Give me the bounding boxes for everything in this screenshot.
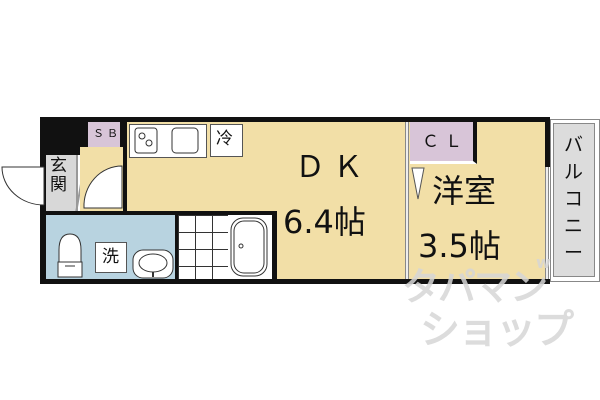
- entrance-label: 玄関: [50, 156, 67, 195]
- balcony-wall-top: [545, 117, 550, 167]
- dk-western-partition: [405, 122, 409, 279]
- entrance-door-swing-icon: [1, 166, 45, 206]
- watermark-line1: タパマン: [402, 265, 548, 309]
- watermark-tag: w: [536, 253, 551, 272]
- hallway-wall: [123, 122, 127, 215]
- hallway-door-swing-icon: [83, 165, 123, 209]
- outer-wall-top: [40, 117, 550, 122]
- stove-icon: [134, 127, 158, 154]
- dk-room-size: 6.4帖: [283, 203, 366, 241]
- closet: [410, 122, 477, 164]
- bath-wall-right: [272, 211, 277, 281]
- washroom-label: 洗: [102, 247, 119, 267]
- balcony-label: バルコニー: [564, 134, 584, 264]
- sink-icon: [171, 127, 199, 154]
- wash-bath-divider: [175, 215, 178, 279]
- western-room-name: 洋室: [432, 172, 497, 210]
- balcony-window: [545, 164, 549, 279]
- fridge-space: [210, 124, 243, 157]
- western-room-size: 3.5帖: [418, 227, 501, 265]
- shoe-box-label: ＳＢ: [93, 127, 121, 140]
- washer-space: [95, 242, 127, 273]
- closet-door-icon: [411, 167, 425, 200]
- bathtub-icon: [228, 215, 272, 279]
- toilet-icon: [57, 233, 83, 278]
- fridge-label: 冷: [216, 129, 233, 149]
- bath-wall-top: [46, 211, 277, 215]
- closet-label: ＣＬ: [422, 132, 468, 152]
- outer-wall-bottom: [40, 279, 550, 284]
- shoe-box: [88, 122, 123, 147]
- entrance-area: [46, 155, 78, 213]
- balcony-inner: [553, 123, 595, 277]
- dk-room-name: ＤＫ: [295, 150, 371, 185]
- washbasin-icon: [132, 249, 174, 279]
- watermark-line2: ショップ: [420, 307, 574, 353]
